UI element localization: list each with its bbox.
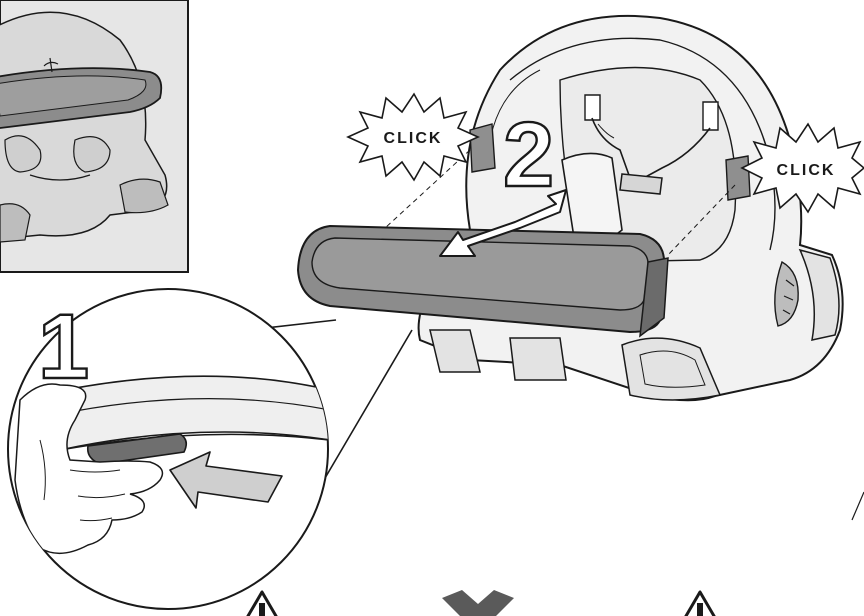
booster-seat [419, 16, 843, 400]
step-number-1: 1 [38, 296, 89, 398]
warning-triangle-icon [672, 592, 728, 616]
inset-panel [0, 0, 188, 272]
x-mark-icon [442, 590, 514, 616]
click-burst-left: CLICK [348, 94, 478, 180]
click-label-left: CLICK [384, 130, 443, 147]
warning-triangle-icon [234, 592, 290, 616]
edge-fragment [852, 492, 864, 520]
step-number-2: 2 [503, 104, 554, 206]
tray [298, 226, 668, 336]
callout-line-bottom [318, 330, 412, 490]
click-label-right: CLICK [777, 162, 836, 179]
